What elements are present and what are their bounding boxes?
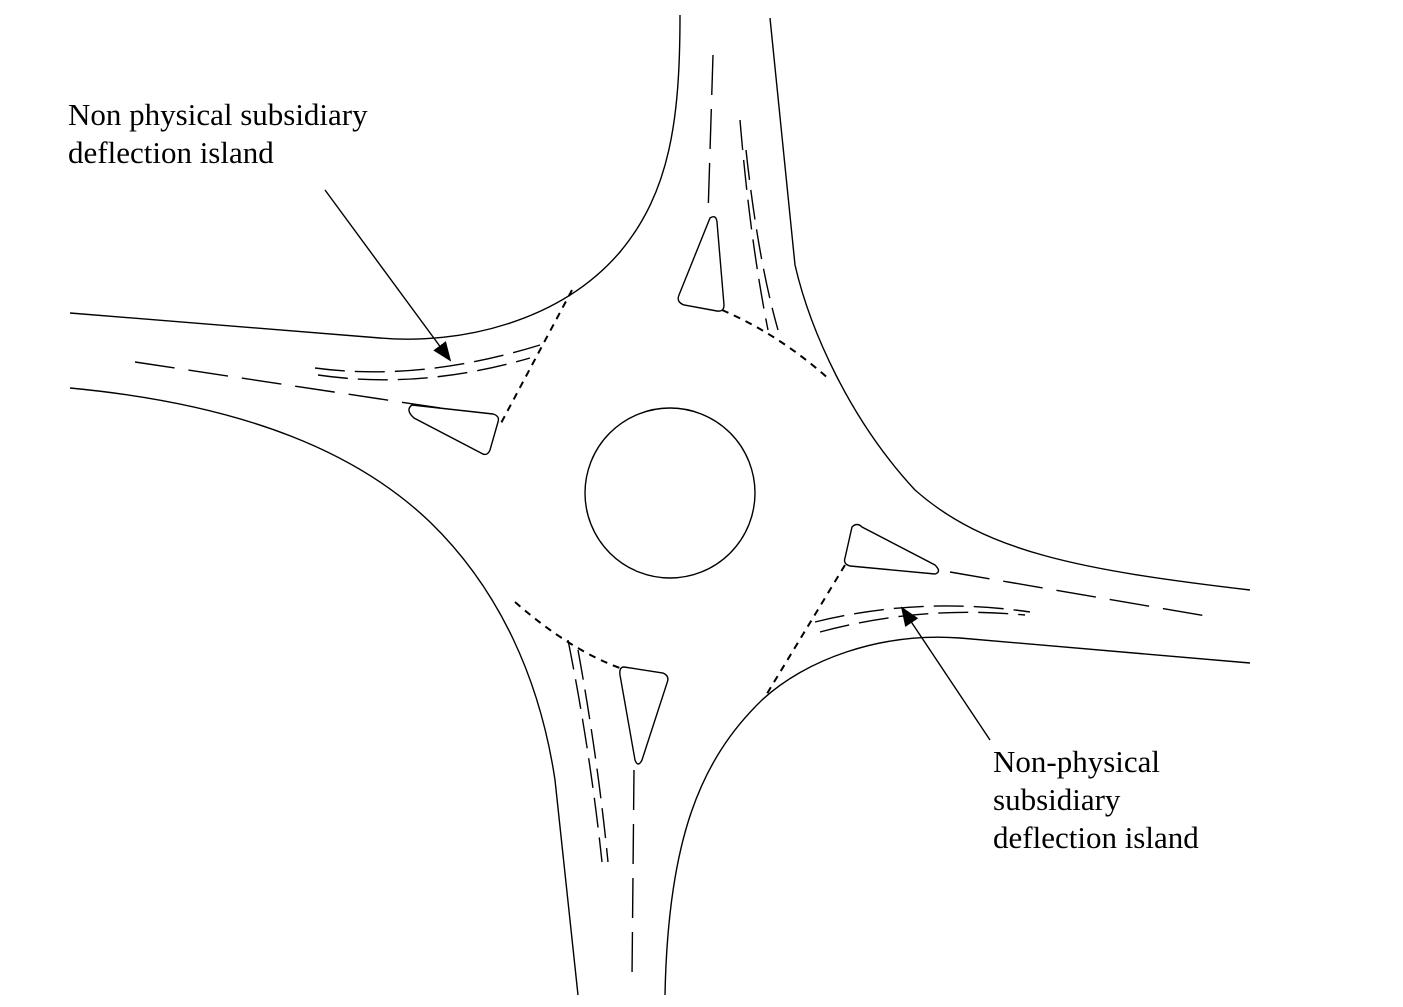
leader-arrow-top-left (324, 189, 452, 362)
centre-line-south (631, 769, 635, 979)
central-island (584, 407, 756, 579)
kerb-northeast (769, 17, 1251, 591)
label-line: Non-physical (993, 744, 1161, 779)
deflection-island-north (739, 119, 779, 331)
splitter-island-west (408, 404, 500, 456)
splitter-island-north (677, 215, 725, 312)
give-way-north (721, 309, 831, 381)
give-way-west (499, 289, 573, 426)
label-line: deflection island (68, 135, 274, 170)
deflection-island-east (814, 605, 1031, 633)
label-line: subsidiary (993, 782, 1121, 817)
centre-line-east (949, 571, 1213, 618)
centre-line-west (134, 361, 441, 409)
give-way-lines (499, 289, 846, 698)
give-way-east (764, 564, 846, 698)
splitter-island-east (843, 523, 940, 575)
label-top-left: Non physical subsidiary deflection islan… (68, 96, 368, 172)
give-way-south (514, 601, 621, 669)
kerb-southeast (664, 636, 1251, 996)
leader-arrows (324, 189, 991, 741)
label-bottom-right: Non-physical subsidiary deflection islan… (993, 743, 1199, 857)
deflection-island-south (567, 639, 609, 863)
leader-arrow-bottom-right (900, 606, 991, 741)
label-line: deflection island (993, 820, 1199, 855)
label-line: Non physical subsidiary (68, 97, 368, 132)
deflection-island-markings (314, 119, 1031, 863)
kerb-northwest (69, 14, 681, 340)
centre-lines (134, 54, 1213, 979)
splitter-island-south (619, 666, 669, 765)
kerb-southwest (69, 387, 579, 996)
splitter-islands (408, 215, 940, 765)
kerb-lines (69, 14, 1251, 996)
deflection-island-west (314, 344, 541, 381)
centre-line-north (707, 54, 714, 216)
